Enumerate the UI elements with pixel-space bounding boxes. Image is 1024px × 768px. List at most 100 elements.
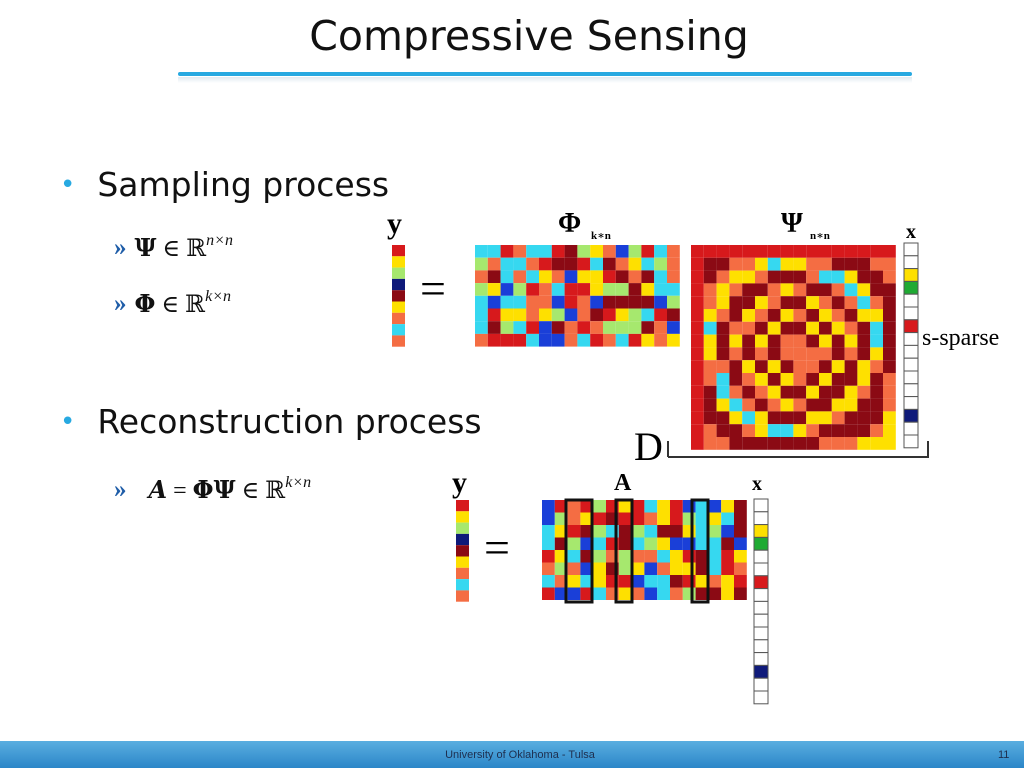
matrix-cell xyxy=(593,525,606,538)
matrix-cell xyxy=(644,587,658,600)
matrix-cell xyxy=(654,308,667,322)
matrix-cell xyxy=(513,270,527,284)
matrix-cell xyxy=(539,295,552,309)
matrix-cell xyxy=(793,270,807,284)
matrix-cell xyxy=(831,424,845,437)
matrix-cell xyxy=(628,295,642,309)
matrix-cell xyxy=(883,360,896,373)
matrix-cell xyxy=(577,270,591,284)
matrix-cell xyxy=(903,357,919,372)
x-label-bottom: x xyxy=(752,473,762,495)
matrix-cell xyxy=(753,652,769,666)
matrix-cell xyxy=(844,321,858,335)
matrix-cell xyxy=(456,500,469,512)
matrix-cell xyxy=(819,296,832,309)
matrix-cell xyxy=(526,245,539,258)
matrix-cell xyxy=(539,308,552,322)
matrix-cell xyxy=(654,257,667,271)
matrix-cell xyxy=(780,296,794,309)
matrix-cell xyxy=(734,550,747,563)
matrix-cell xyxy=(670,550,683,563)
matrix-cell xyxy=(691,398,704,412)
x-vector-bottom xyxy=(753,498,769,705)
matrix-cell xyxy=(691,424,704,437)
phi-set: ℝ xyxy=(185,292,206,318)
matrix-cell xyxy=(593,537,606,550)
phi-symbol: Φ xyxy=(134,289,156,318)
psi-formula: Ψ ∈ ℝn×n xyxy=(135,232,233,263)
matrix-cell xyxy=(755,373,768,386)
matrix-cell xyxy=(716,398,730,412)
matrix-cell xyxy=(631,550,645,563)
matrix-cell xyxy=(539,270,552,284)
matrix-cell xyxy=(819,283,832,297)
matrix-cell xyxy=(753,511,769,526)
matrix-cell xyxy=(870,437,883,450)
matrix-cell xyxy=(513,333,527,347)
matrix-cell xyxy=(590,257,603,271)
matrix-cell xyxy=(734,512,747,525)
matrix-cell xyxy=(883,411,896,425)
matrix-cell xyxy=(618,562,632,575)
matrix-cell xyxy=(716,334,730,348)
matrix-cell xyxy=(703,245,717,258)
matrix-cell xyxy=(716,321,730,335)
matrix-cell xyxy=(590,295,603,309)
recon-dims: k×n xyxy=(285,474,312,491)
matrix-cell xyxy=(883,398,896,412)
matrix-cell xyxy=(767,257,781,271)
matrix-cell xyxy=(657,500,670,513)
matrix-cell xyxy=(819,347,832,361)
matrix-cell xyxy=(742,309,755,322)
matrix-cell xyxy=(475,283,488,296)
matrix-cell xyxy=(844,309,858,322)
matrix-cell xyxy=(734,537,747,550)
matrix-cell xyxy=(631,575,645,588)
matrix-cell xyxy=(729,283,743,297)
matrix-cell xyxy=(753,626,769,641)
phi-relation: ∈ xyxy=(161,292,180,318)
matrix-cell xyxy=(903,242,919,257)
footer-bar xyxy=(0,741,1024,768)
matrix-cell xyxy=(667,283,680,296)
matrix-cell xyxy=(631,525,645,538)
matrix-cell xyxy=(844,283,858,297)
psi-subscript: n∗n xyxy=(810,230,830,242)
matrix-cell xyxy=(857,373,871,386)
matrix-cell xyxy=(857,347,871,361)
matrix-cell xyxy=(703,411,717,425)
matrix-cell xyxy=(644,537,658,550)
matrix-cell xyxy=(844,385,858,399)
matrix-cell xyxy=(708,562,722,575)
matrix-cell xyxy=(670,500,683,513)
matrix-cell xyxy=(657,562,670,575)
matrix-cell xyxy=(793,334,807,348)
matrix-cell xyxy=(691,321,704,335)
matrix-cell xyxy=(793,360,807,373)
matrix-cell xyxy=(703,309,717,322)
matrix-cell xyxy=(780,309,794,322)
matrix-cell xyxy=(475,333,488,347)
matrix-cell xyxy=(615,283,629,296)
matrix-cell xyxy=(716,283,730,297)
matrix-cell xyxy=(577,283,591,296)
matrix-cell xyxy=(691,373,704,386)
matrix-cell xyxy=(631,500,645,513)
matrix-cell xyxy=(806,321,819,335)
matrix-cell xyxy=(554,500,568,513)
matrix-cell xyxy=(844,373,858,386)
matrix-cell xyxy=(667,245,680,258)
psi-symbol: Ψ xyxy=(134,233,157,262)
matrix-cell xyxy=(577,321,591,334)
matrix-cell xyxy=(831,245,845,258)
matrix-cell xyxy=(513,283,527,296)
matrix-cell xyxy=(857,411,871,425)
matrix-cell xyxy=(580,562,594,575)
matrix-cell xyxy=(526,257,539,271)
matrix-cell xyxy=(883,321,896,335)
matrix-cell xyxy=(716,347,730,361)
phi-label: Φ xyxy=(558,208,581,239)
matrix-cell xyxy=(644,500,658,513)
matrix-cell xyxy=(870,257,883,271)
matrix-cell xyxy=(755,437,768,450)
